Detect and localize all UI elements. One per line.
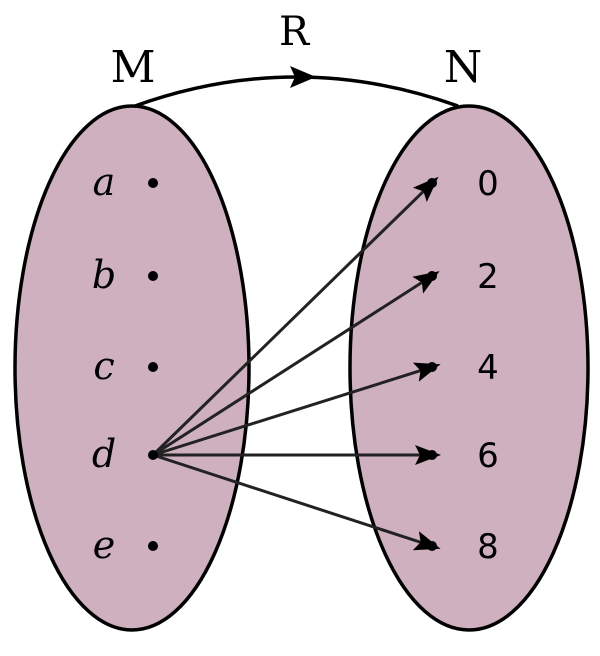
set-m-element-dot	[148, 178, 158, 188]
set-n-element-dot	[427, 362, 437, 372]
set-m-element-dot	[148, 271, 158, 281]
set-m-element-dot	[148, 450, 158, 460]
set-n-label: N	[444, 42, 483, 93]
set-m-element-label: c	[93, 344, 114, 388]
set-m-element-label: d	[92, 432, 116, 476]
set-m-element-label: b	[92, 253, 116, 297]
mapping-arrow	[152, 362, 441, 457]
set-n-element-label: 2	[477, 257, 499, 297]
set-m-element-dot	[148, 541, 158, 551]
set-m-element-label: a	[93, 160, 116, 204]
set-n-element-dot	[427, 271, 437, 281]
set-m-element-dot	[148, 362, 158, 372]
set-n-element-label: 4	[477, 348, 499, 388]
mapping-arrows	[151, 176, 441, 551]
set-n-element-dot	[427, 450, 437, 460]
set-n-element-label: 6	[477, 436, 499, 476]
mapping-arrow	[152, 453, 441, 551]
set-n-element-dot	[427, 178, 437, 188]
mapping-arrow	[151, 176, 439, 457]
set-n-element-label: 0	[477, 164, 499, 204]
set-m-label: M	[110, 42, 155, 93]
set-m-element-label: e	[93, 523, 116, 567]
set-elements: a b cd e 0 2 4 6 8	[92, 160, 499, 567]
set-m-ellipse	[13, 104, 251, 632]
mapping-arrow	[152, 271, 440, 457]
relation-label: R	[279, 9, 311, 55]
set-n-element-dot	[427, 541, 437, 551]
set-n-ellipse	[348, 104, 590, 632]
relation-arrowhead-icon	[290, 66, 316, 88]
set-n-element-label: 8	[477, 527, 499, 567]
